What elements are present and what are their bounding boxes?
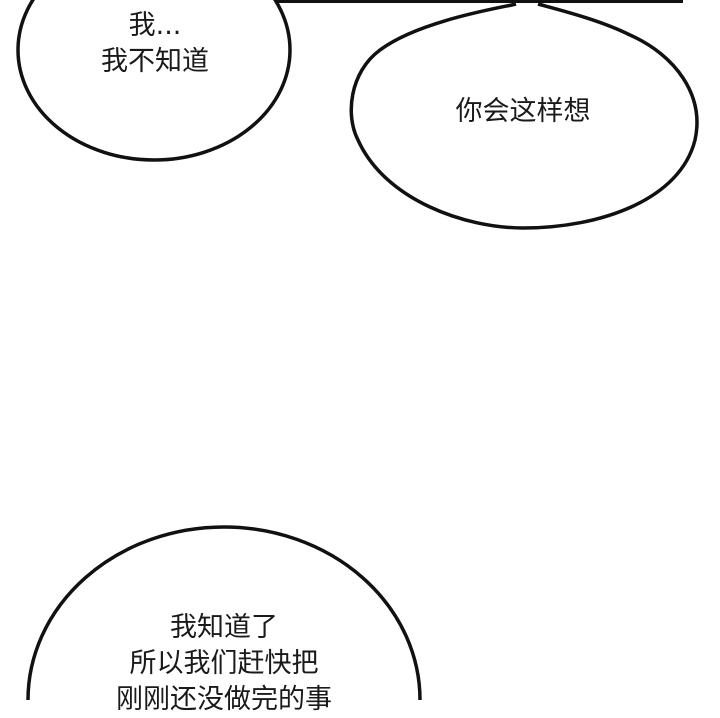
text-line: 我不知道	[101, 46, 209, 77]
text-line: 刚刚还没做完的事	[116, 684, 332, 715]
text-line: 我...	[128, 10, 182, 41]
speech-bubble-right	[349, 2, 699, 230]
speech-bubble-left	[16, 0, 292, 162]
speech-bubbles-layer	[16, 0, 699, 700]
bubble-right-text: 你会这样想	[400, 94, 646, 130]
speech-bubble-bottom	[26, 525, 422, 700]
bubble-left-text: 我... 我不知道	[60, 8, 250, 80]
text-line: 所以我们赶快把	[129, 648, 319, 679]
text-line: 你会这样想	[455, 96, 591, 127]
text-line: 我知道了	[170, 612, 278, 643]
bubble-bottom-text: 我知道了 所以我们赶快把 刚刚还没做完的事	[74, 610, 374, 718]
